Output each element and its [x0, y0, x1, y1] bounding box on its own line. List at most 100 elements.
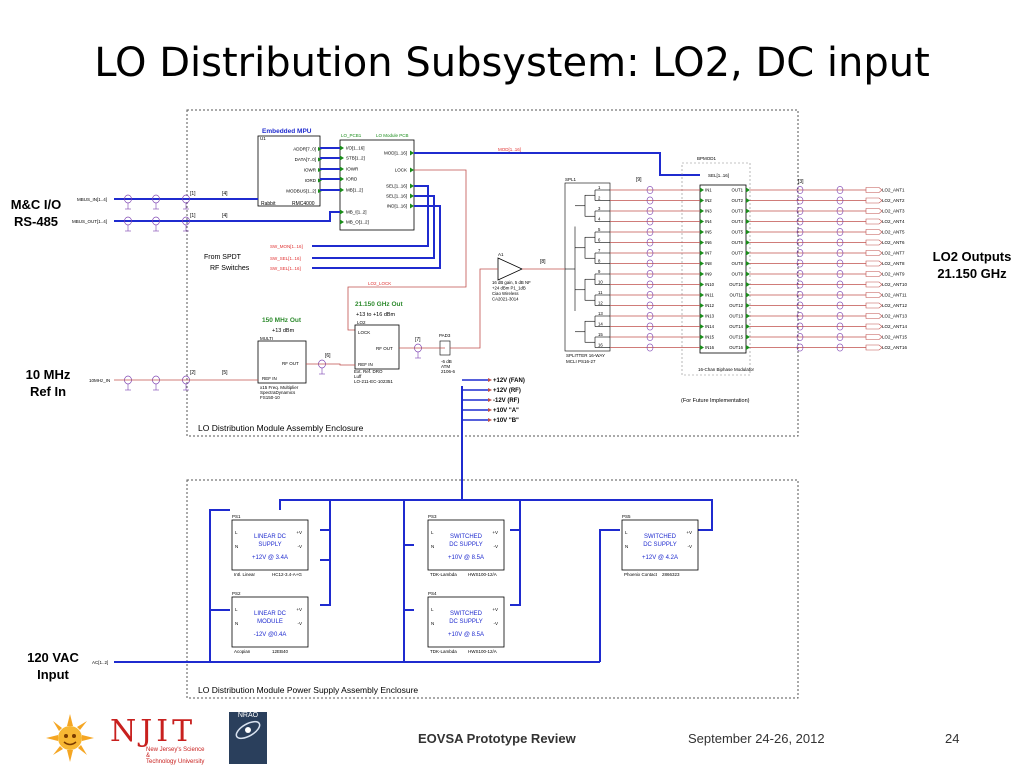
spdt-lines: [312, 185, 441, 269]
output-connector: [796, 280, 804, 289]
bpmod-out-arrow: [746, 324, 750, 329]
mult-rf-out: RF OUT: [282, 361, 299, 366]
bpmod-out-arrow: [746, 219, 750, 224]
bpmod-in-label: IN5: [705, 230, 712, 235]
vac-text-2: Input: [37, 667, 69, 682]
lo2-ant-label: LO2_ANT4: [882, 219, 905, 224]
output-connector: [796, 333, 804, 341]
psu-part: HWS100-12/A: [468, 649, 497, 654]
mpu-pcb-buses: [320, 147, 340, 191]
bpmod-out-label: OUT1: [732, 188, 744, 193]
splitter-port-number: 7: [598, 248, 601, 253]
pcb-left-pin-arrow: [340, 219, 344, 225]
spdt-label-2: RF Switches: [210, 265, 250, 272]
njit-logo: NJIT New Jersey's Science & Technology U…: [110, 714, 210, 765]
mult-tag5: [5]: [222, 370, 228, 376]
footer-page: 24: [945, 731, 960, 746]
mult-tag6: [6]: [325, 353, 331, 359]
pcb-right-pin-label: SEL[1..16]: [386, 184, 407, 189]
splitter-port-number: 6: [598, 238, 601, 243]
bpmod-in-label: IN16: [705, 345, 715, 350]
port-flag: [865, 271, 883, 277]
bpmod-out-arrow: [746, 261, 750, 266]
bpmod-ref: BPMOD1: [697, 156, 717, 161]
bpmod-out-label: OUT14: [729, 324, 743, 329]
psu-pin-n: N: [625, 544, 628, 549]
bpmod-in-label: IN11: [705, 293, 714, 298]
njit-subtitle-2: Technology University: [146, 759, 205, 765]
spdt-signal-2: SW_SEL[1..16]: [270, 256, 301, 261]
lo2-ant-label: LO2_ANT5: [882, 230, 905, 235]
bpmod-in-label: IN9: [705, 272, 712, 277]
bpmod-out-arrow: [746, 187, 750, 193]
psu-rating: +12V @ 4.2A: [642, 555, 678, 561]
dro-desc-1: Ext. Ref. DRO: [354, 369, 383, 374]
bpmod-desc: 16-Chan Biphase Modulator: [698, 367, 755, 372]
ac-input-wiring: [114, 509, 620, 663]
nrao-logo: NRAO: [229, 712, 267, 764]
psu-pin-pos: +V: [296, 530, 302, 535]
splitter-ref: SPL1: [565, 177, 577, 182]
power-trunk: [279, 386, 713, 606]
assembly-enclosure: [186, 109, 799, 437]
bpmod-out-label: OUT3: [732, 209, 744, 214]
splitter-port-number: 14: [598, 322, 603, 327]
psu-vendor: Phoenix Contact: [624, 572, 658, 577]
spdt-label-1: From SPDT: [204, 254, 242, 261]
psu-type-line1: SWITCHED: [450, 611, 483, 617]
output-connector: [836, 312, 844, 320]
bpmod-out-label: OUT12: [729, 303, 743, 308]
lo2-ant-label: LO2_ANT10: [882, 282, 908, 287]
splitter-port-number: 15: [598, 332, 603, 337]
dro-tag7: [7]: [415, 337, 421, 343]
psu-pin-neg: -V: [298, 544, 303, 549]
rail-arrow: [488, 408, 492, 412]
nrao-wordmark: NRAO: [237, 712, 259, 719]
splitter-port-number: 13: [598, 311, 603, 316]
lo2-ant-label: LO2_ANT6: [882, 240, 905, 245]
psu-ref: PS1: [232, 514, 241, 519]
port-flag: [865, 218, 883, 225]
psu-block: [231, 519, 309, 571]
port-flag: [865, 334, 883, 340]
psu-block: [427, 519, 505, 571]
mbus-lines: [114, 198, 340, 222]
psu-pin-neg: -V: [298, 621, 303, 626]
pcb-right-pin-arrow: [410, 203, 414, 209]
bpmod-in-arrow: [700, 313, 704, 319]
psu-pin-n: N: [431, 544, 434, 549]
output-connector: [796, 301, 804, 310]
channel-connector: [646, 291, 654, 299]
lo2-ant-label: LO2_ANT8: [882, 261, 905, 266]
splitter-tag: [9]: [636, 177, 642, 183]
output-connector: [796, 217, 804, 226]
bpmod-in-arrow: [700, 229, 704, 235]
port-flag: [865, 313, 883, 319]
bpmod-out-arrow: [746, 303, 750, 308]
lo2-lock-label: LO2_LOCK: [368, 281, 391, 286]
lo2-ant-label: LO2_ANT9: [882, 272, 905, 277]
output-connector: [836, 322, 844, 331]
mult-ref-in: REF IN: [262, 376, 277, 381]
pcb-right-pin-label: MOD[1..16]: [384, 151, 407, 156]
lo2-outputs-label: LO2 Outputs 21.150 GHz: [924, 248, 1020, 282]
psu-part: HWS100-12/A: [468, 572, 497, 577]
pcb-right-pin-arrow: [410, 167, 414, 173]
output-connector: [796, 291, 804, 299]
output-connector: [836, 228, 844, 236]
pcb-left-pin-label: I/O[1..16]: [346, 146, 365, 151]
splitter-port-number: 5: [598, 227, 601, 232]
psu-pin-pos: +V: [686, 530, 692, 535]
output-connector: [836, 249, 844, 257]
port-flag: [865, 208, 883, 214]
pcb-left-pin-label: MB[1..2]: [346, 188, 363, 193]
output-connector: [836, 270, 844, 278]
mbus-tag4-b: [4]: [222, 213, 228, 219]
channel-connector: [646, 228, 654, 236]
psu-part: 12EB40: [272, 649, 289, 654]
psu-pin-l: L: [625, 530, 628, 535]
bpmod-in-label: IN2: [705, 198, 712, 203]
spdt-signal-3: SW_SEL[1..16]: [270, 266, 301, 271]
